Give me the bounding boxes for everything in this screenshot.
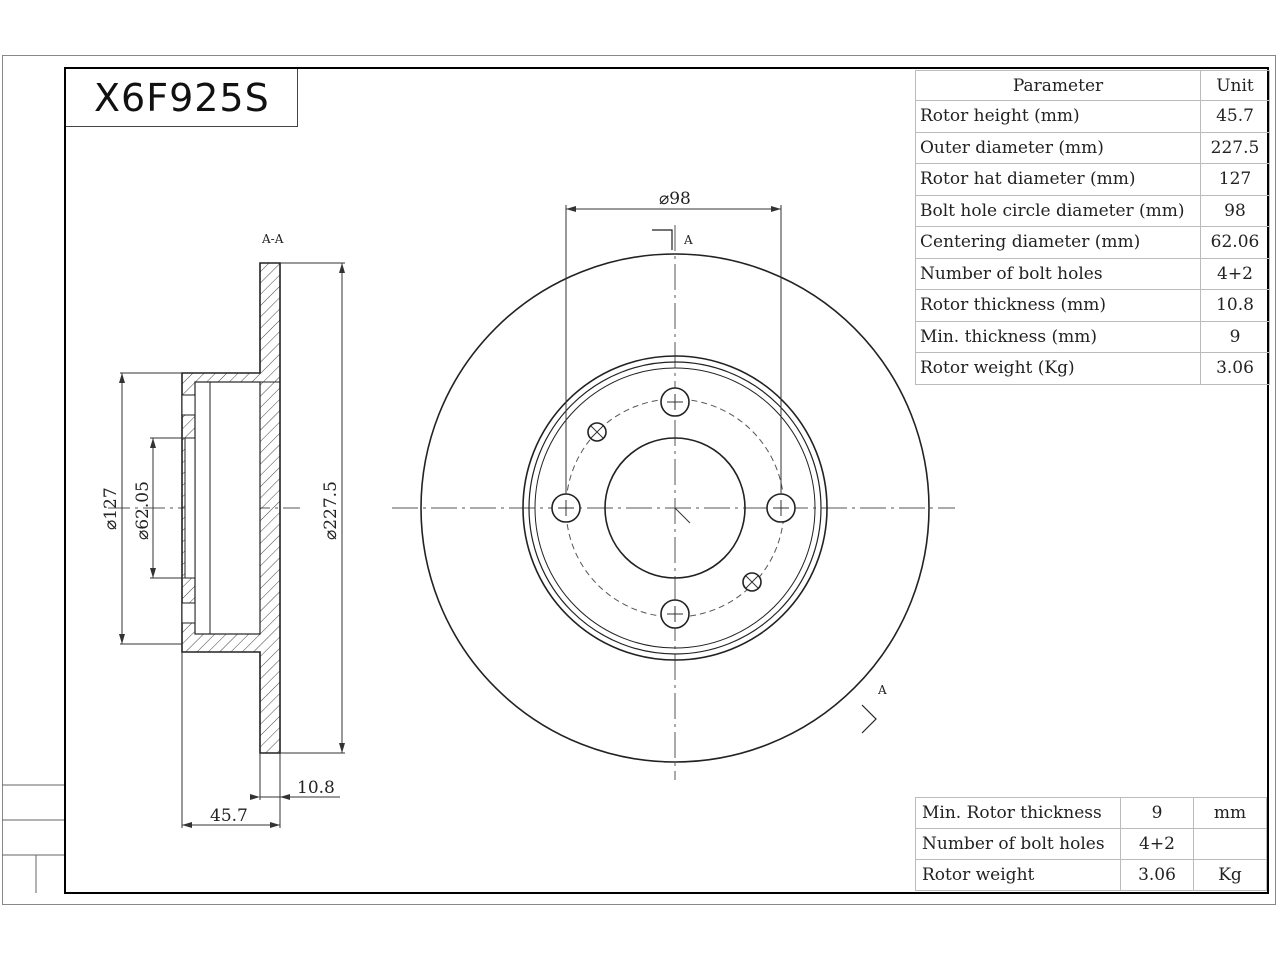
- param-value: 98: [1200, 194, 1270, 227]
- sheet-inner-border: [64, 67, 1269, 894]
- front-view: ⌀98 A A: [392, 189, 955, 780]
- outer-disk: [420, 253, 930, 763]
- section-marker-top: A: [683, 233, 693, 247]
- hat-ring-3: [534, 367, 816, 649]
- param-name: Bolt hole circle diameter (mm): [915, 194, 1201, 227]
- param-value: 9: [1200, 320, 1270, 353]
- param-name: Rotor hat diameter (mm): [915, 163, 1201, 196]
- part-number: X6F925S: [94, 75, 270, 120]
- table-row: Rotor hat diameter (mm)127: [915, 163, 1270, 196]
- dim-bolt-circle: ⌀98: [659, 189, 691, 209]
- param-value: 127: [1200, 163, 1270, 196]
- summary-value: 3.06: [1120, 859, 1194, 891]
- table-row: Min. thickness (mm)9: [915, 320, 1270, 353]
- param-name: Rotor weight (Kg): [915, 352, 1201, 385]
- param-value: 62.06: [1200, 226, 1270, 259]
- hat-outer-ring: [522, 355, 828, 661]
- param-value: 227.5: [1200, 131, 1270, 164]
- summary-value: 4+2: [1120, 828, 1194, 860]
- summary-name: Number of bolt holes: [915, 828, 1121, 860]
- param-value: 4+2: [1200, 257, 1270, 290]
- param-name: Rotor thickness (mm): [915, 289, 1201, 322]
- table-row: Bolt hole circle diameter (mm)98: [915, 194, 1270, 227]
- dim-hat-diameter: ⌀127: [101, 487, 121, 530]
- dim-rotor-thickness: 10.8: [297, 778, 335, 798]
- sheet-outer-border: [2, 55, 1276, 905]
- param-value: 45.7: [1200, 100, 1270, 133]
- param-name: Rotor height (mm): [915, 100, 1201, 133]
- param-value: 10.8: [1200, 289, 1270, 322]
- summary-unit: [1193, 828, 1267, 860]
- section-view: A-A: [101, 232, 345, 828]
- table-row: Centering diameter (mm)62.06: [915, 226, 1270, 259]
- bolt-stub-top: [181, 394, 196, 416]
- param-value: 3.06: [1200, 352, 1270, 385]
- summary-unit: Kg: [1193, 859, 1267, 891]
- hat-ring-2: [528, 361, 822, 655]
- bolt-stub-bottom: [181, 602, 196, 624]
- parameter-header: Parameter: [915, 70, 1201, 101]
- center-bore: [604, 437, 746, 579]
- dim-rotor-height: 45.7: [210, 806, 248, 826]
- param-name: Outer diameter (mm): [915, 131, 1201, 164]
- hat-inner: [194, 381, 261, 635]
- table-row: Outer diameter (mm)227.5: [915, 131, 1270, 164]
- summary-unit: mm: [1193, 797, 1267, 829]
- section-label: A-A: [261, 232, 284, 246]
- margin-block: [2, 784, 64, 893]
- table-row: Rotor height (mm)45.7: [915, 100, 1270, 133]
- param-name: Min. thickness (mm): [915, 320, 1201, 353]
- param-name: Number of bolt holes: [915, 257, 1201, 290]
- table-row: Rotor thickness (mm)10.8: [915, 289, 1270, 322]
- parameter-table: Parameter Unit Rotor height (mm)45.7 Out…: [915, 70, 1270, 385]
- section-marker-bottom: A: [877, 683, 887, 697]
- unit-header: Unit: [1200, 70, 1270, 101]
- part-number-box: X6F925S: [66, 69, 298, 127]
- summary-value: 9: [1120, 797, 1194, 829]
- summary-name: Min. Rotor thickness: [915, 797, 1121, 829]
- summary-name: Rotor weight: [915, 859, 1121, 891]
- table-row: Rotor weight (Kg)3.06: [915, 352, 1270, 385]
- dim-centering-diameter: ⌀62.05: [133, 481, 153, 540]
- dim-outer-diameter: ⌀227.5: [321, 481, 341, 540]
- param-name: Centering diameter (mm): [915, 226, 1201, 259]
